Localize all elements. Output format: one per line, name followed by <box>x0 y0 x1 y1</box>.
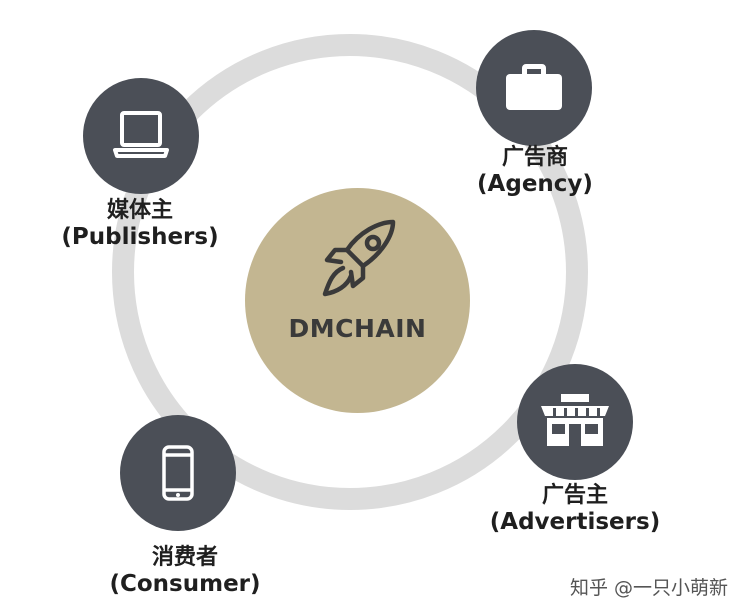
publishers-label: 媒体主 (Publishers) <box>40 198 240 252</box>
agency-label-cn: 广告商 <box>501 145 568 170</box>
consumer-label: 消费者 (Consumer) <box>85 545 285 599</box>
consumer-label-cn: 消费者 <box>151 545 218 570</box>
advertisers-node <box>517 364 633 480</box>
storefront-icon <box>541 394 609 446</box>
agency-label: 广告商 (Agency) <box>445 145 625 199</box>
publishers-label-cn: 媒体主 <box>106 198 173 223</box>
consumer-node <box>120 415 236 531</box>
advertisers-label: 广告主 (Advertisers) <box>475 483 675 537</box>
rocket-icon <box>322 219 396 297</box>
publishers-label-en: (Publishers) <box>61 224 219 251</box>
consumer-label-en: (Consumer) <box>109 571 261 598</box>
advertisers-label-en: (Advertisers) <box>489 509 661 536</box>
watermark: 知乎 @一只小萌新 <box>569 577 728 599</box>
briefcase-icon <box>506 64 562 110</box>
laptop-icon <box>113 111 169 158</box>
agency-node <box>476 30 592 146</box>
smartphone-icon <box>162 445 194 501</box>
advertisers-label-cn: 广告主 <box>541 483 608 508</box>
center-circle: DMCHAIN <box>245 188 470 413</box>
center-label: DMCHAIN <box>288 314 427 343</box>
agency-label-en: (Agency) <box>477 171 593 198</box>
publishers-node <box>83 78 199 194</box>
